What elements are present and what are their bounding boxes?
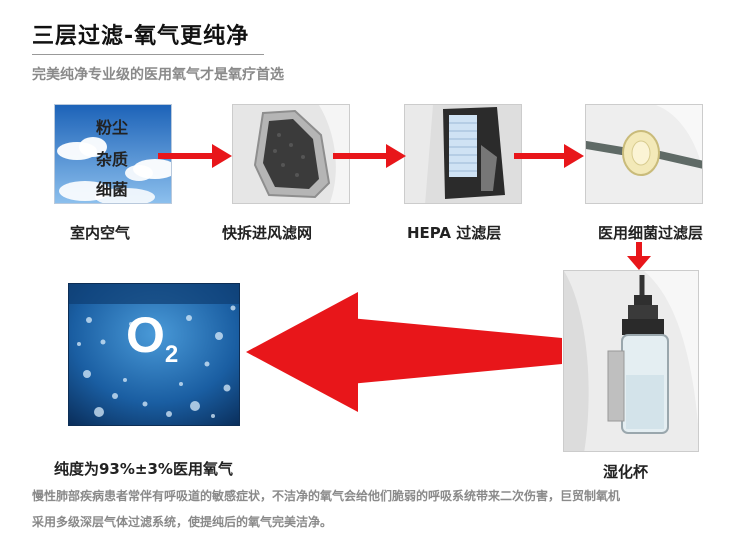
arrow-right-icon [333, 144, 406, 168]
note-line-2: 采用多级深层气体过滤系统，使提纯后的氧气完美洁净。 [32, 515, 333, 529]
step-label-bacterial-filter: 医用细菌过滤层 [598, 224, 704, 242]
arrow-right-icon [514, 144, 584, 168]
step-label-indoor-air: 室内空气 [70, 224, 131, 242]
bacterial-filter-image [585, 104, 703, 204]
result-label: 纯度为93%±3%医用氧气 [54, 460, 233, 478]
oxygen-symbol-subscript: 2 [164, 341, 179, 368]
hepa-filter-image [404, 104, 522, 204]
dust-label: 粉尘 [96, 118, 129, 137]
impurity-label: 杂质 [96, 150, 129, 169]
title-divider [32, 54, 264, 55]
page-title: 三层过滤-氧气更纯净 [32, 24, 250, 49]
page-subtitle: 完美纯净专业级的医用氧气才是氧疗首选 [32, 67, 284, 83]
oxygen-water-image [68, 283, 240, 426]
large-arrow-left-icon [246, 292, 562, 412]
arrow-down-icon [627, 242, 651, 270]
note-line-1: 慢性肺部疾病患者常伴有呼吸道的敏感症状，不洁净的氧气会给他们脆弱的呼吸系统带来二… [32, 489, 621, 503]
step-label-hepa: HEPA 过滤层 [407, 224, 502, 242]
intake-filter-image [232, 104, 350, 204]
arrow-right-icon [158, 144, 232, 168]
step-label-humidifier: 湿化杯 [603, 463, 649, 481]
oxygen-symbol-letter: O [126, 307, 165, 363]
indoor-air-image [54, 104, 172, 204]
step-label-intake-filter: 快拆进风滤网 [222, 224, 313, 242]
humidifier-cup-image [563, 270, 699, 452]
oxygen-symbol: O2 [126, 305, 178, 385]
bacteria-label: 细菌 [96, 180, 129, 199]
